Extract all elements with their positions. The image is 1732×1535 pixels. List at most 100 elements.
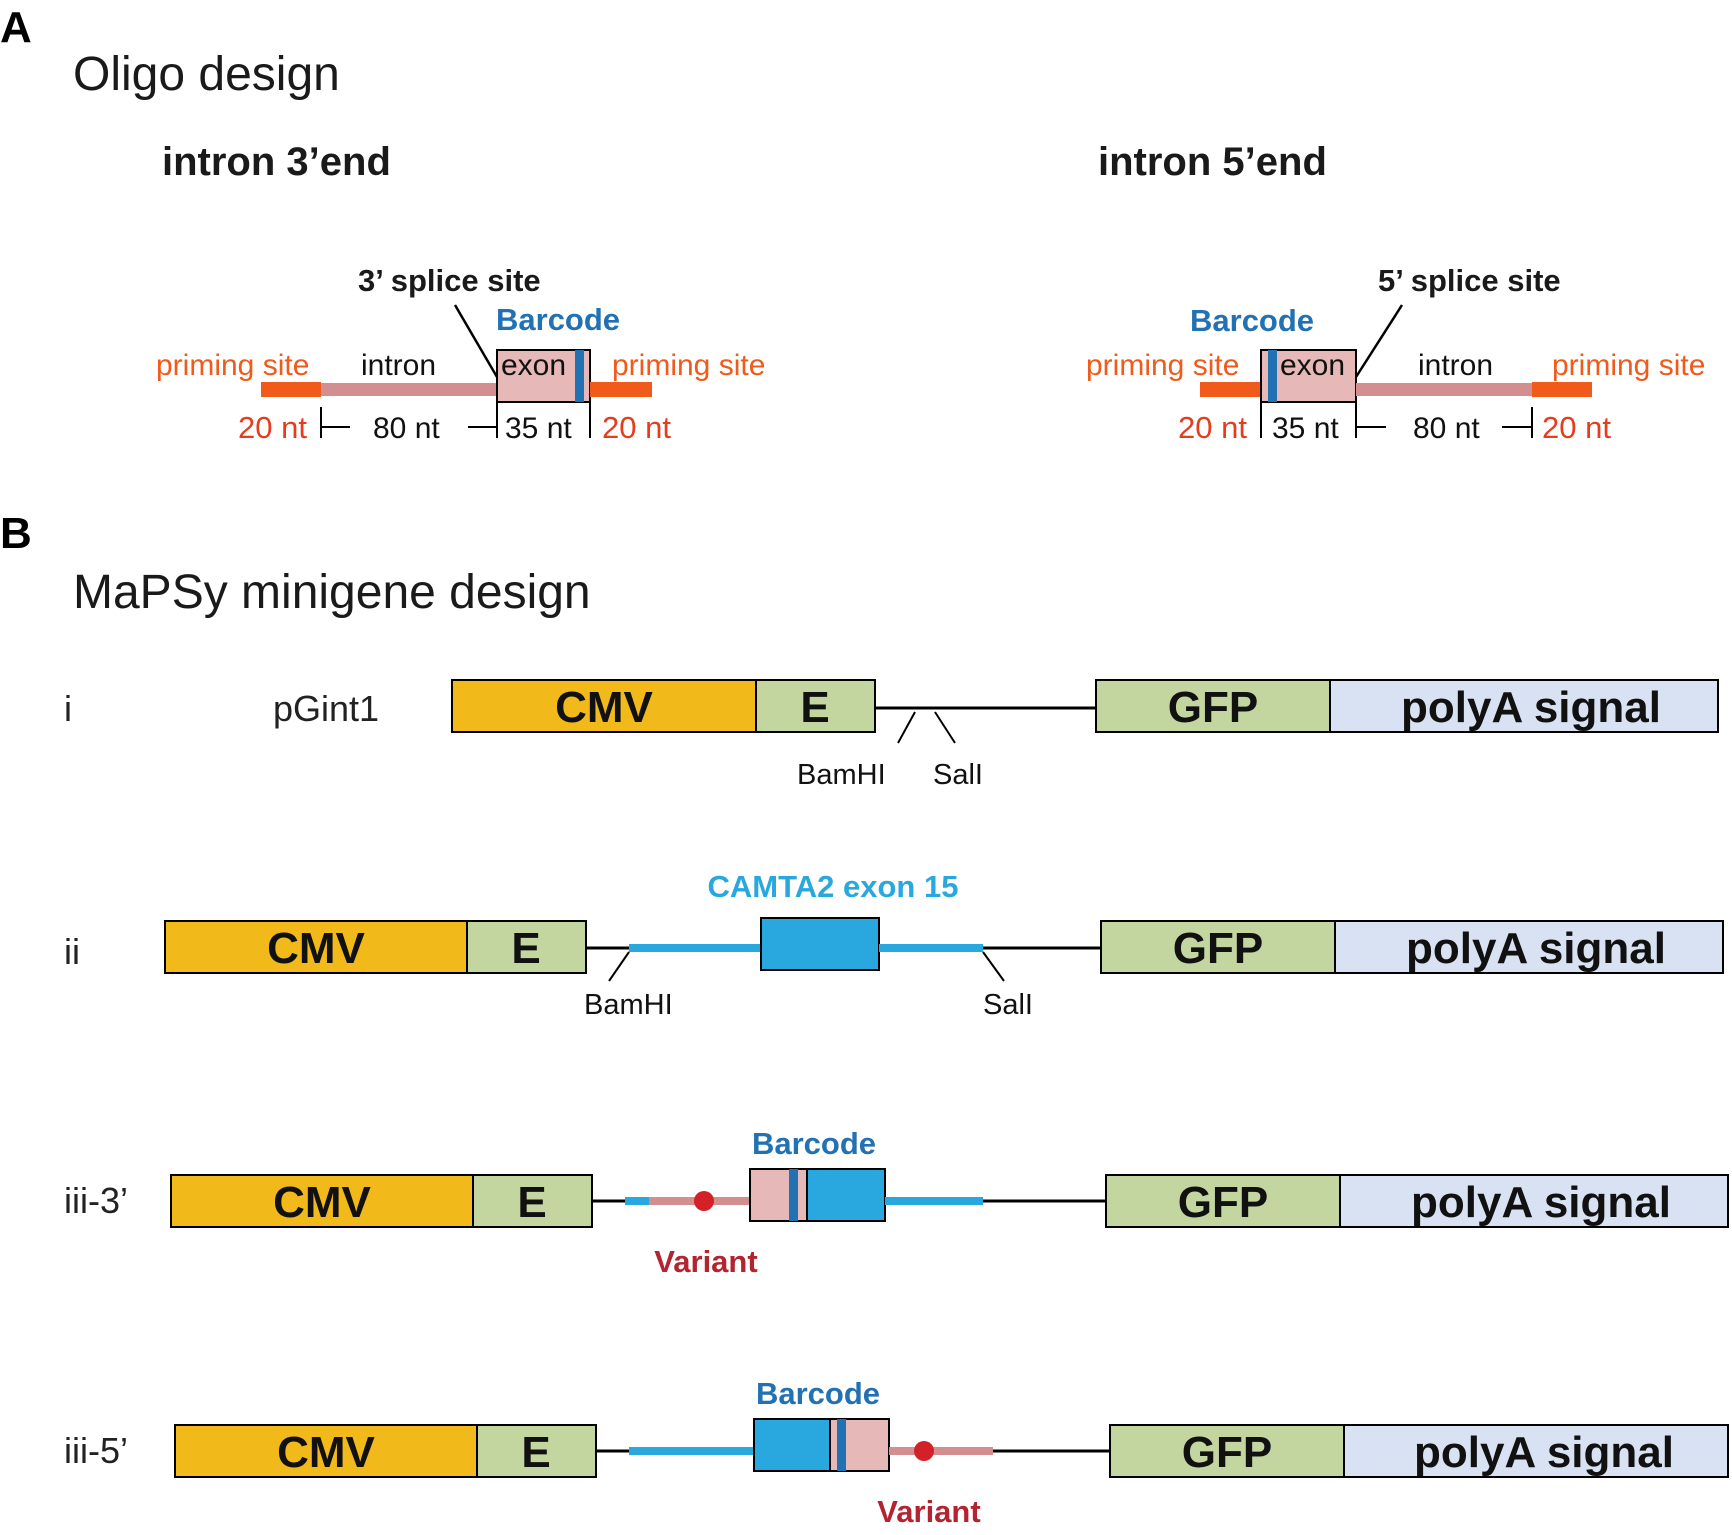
label-exon-left: exon: [501, 349, 566, 382]
label-3-splice-site: 3’ splice site: [358, 263, 541, 298]
polya-box-i: [1329, 679, 1719, 733]
label-priming-site-left-1: priming site: [156, 349, 309, 382]
camta2-intron-left-ii: [629, 944, 761, 952]
barcode-mark-right: [1268, 350, 1277, 402]
panel-a-letter: A: [0, 3, 32, 52]
sali-pointer-i: [934, 711, 956, 744]
variant-intron-iii-5: [889, 1447, 993, 1455]
intron-segment-right: [1356, 383, 1532, 396]
label-barcode-right: Barcode: [1190, 303, 1314, 338]
priming-segment-left-1: [261, 382, 321, 397]
label-intron-left: intron: [361, 349, 436, 382]
len-priming-right-1: 20 nt: [1178, 410, 1247, 445]
bamhi-label-i: BamHI: [797, 759, 886, 791]
construct-i: i pGint1 CMV E BamHI SalI GFP polyA sign…: [64, 679, 1719, 791]
gfp-label-iii-3: GFP: [1178, 1178, 1268, 1227]
barcode-mark-iii-3: [789, 1169, 798, 1221]
len-priming-right-2: 20 nt: [1542, 410, 1611, 445]
gfp-box-ii: [1100, 920, 1336, 974]
polya-box-ii: [1334, 920, 1724, 974]
camta2-intron-left-iii-3: [625, 1197, 649, 1205]
len-priming-left-2: 20 nt: [602, 410, 671, 445]
len-intron-left: 80 nt: [373, 412, 440, 445]
camta2-exon15-box: [760, 917, 880, 971]
panel-b: B MaPSy minigene design i pGint1 CMV E B…: [0, 509, 1729, 1529]
len-exon-right: 35 nt: [1272, 412, 1339, 445]
variant-dot-iii-3: [694, 1191, 714, 1211]
panel-a: A Oligo design intron 3’end 3’ splice si…: [0, 3, 1705, 445]
pointer-3-splice-site: [453, 304, 499, 378]
bamhi-label-ii: BamHI: [584, 989, 673, 1021]
camta2-intron-left-iii-5: [629, 1447, 754, 1455]
cmv-label-i: CMV: [555, 683, 653, 732]
cmv-label-iii-3: CMV: [273, 1178, 371, 1227]
gfp-label-iii-5: GFP: [1182, 1428, 1272, 1477]
bamhi-pointer-ii: [608, 951, 630, 982]
panel-b-title: MaPSy minigene design: [73, 566, 591, 619]
gfp-label-i: GFP: [1168, 683, 1258, 732]
gfp-box-iii-3: [1105, 1174, 1341, 1228]
oligo-intron-3end: intron 3’end 3’ splice site Barcode prim…: [156, 140, 765, 445]
sali-pointer-ii: [982, 951, 1005, 982]
gfp-box-i: [1095, 679, 1331, 733]
intron-segment-left: [321, 383, 497, 396]
polya-label-i: polyA signal: [1401, 683, 1661, 732]
e-label-i: E: [800, 683, 829, 732]
barcode-mark-iii-5: [837, 1419, 846, 1471]
e-box-i: [755, 679, 876, 733]
e-box-iii-5: [476, 1424, 597, 1478]
bamhi-pointer-i: [897, 711, 916, 744]
e-label-iii-3: E: [517, 1178, 546, 1227]
label-exon-right: exon: [1280, 349, 1345, 382]
construct-name-pgint1: pGint1: [273, 688, 379, 729]
cmv-box-iii-3: [170, 1174, 474, 1228]
camta2-intron-right-ii: [879, 944, 983, 952]
cmv-box-i: [451, 679, 757, 733]
panel-a-title: Oligo design: [73, 48, 340, 101]
label-5-splice-site: 5’ splice site: [1378, 263, 1561, 298]
cmv-box-iii-5: [174, 1424, 478, 1478]
oligo-exon-iii-3: [749, 1168, 808, 1222]
priming-segment-right-1: [1200, 382, 1261, 397]
len-exon-left: 35 nt: [505, 412, 572, 445]
priming-segment-left-2: [590, 382, 652, 397]
camta2-exon15-label: CAMTA2 exon 15: [708, 869, 959, 904]
label-barcode-left: Barcode: [496, 302, 620, 337]
construct-iii-3: iii-3’ Barcode CMV E Variant GFP polyA s…: [64, 1126, 1729, 1279]
barcode-label-iii-3: Barcode: [752, 1126, 876, 1161]
label-intron-right: intron: [1418, 349, 1493, 382]
priming-segment-right-2: [1532, 382, 1592, 397]
heading-intron-3end: intron 3’end: [162, 140, 391, 184]
len-priming-left-1: 20 nt: [238, 410, 307, 445]
row-label-iii-5: iii-5’: [64, 1430, 128, 1471]
row-label-i: i: [64, 688, 72, 729]
cmv-box-ii: [164, 920, 468, 974]
len-intron-right: 80 nt: [1413, 412, 1480, 445]
sali-label-ii: SalI: [983, 989, 1033, 1021]
polya-label-iii-5: polyA signal: [1414, 1428, 1674, 1477]
sali-label-i: SalI: [933, 759, 983, 791]
e-label-iii-5: E: [521, 1428, 550, 1477]
gfp-label-ii: GFP: [1173, 924, 1263, 973]
camta2-intron-right-iii-3: [885, 1197, 983, 1205]
variant-label-iii-3: Variant: [654, 1244, 757, 1279]
label-priming-site-right-2: priming site: [1552, 349, 1705, 382]
label-priming-site-right-1: priming site: [1086, 349, 1239, 382]
construct-ii: ii CAMTA2 exon 15 CMV E BamHI SalI GFP p…: [64, 869, 1724, 1021]
label-priming-site-left-2: priming site: [612, 349, 765, 382]
polya-label-iii-3: polyA signal: [1411, 1178, 1671, 1227]
polya-label-ii: polyA signal: [1406, 924, 1666, 973]
barcode-mark-left: [575, 350, 584, 402]
polya-box-iii-5: [1343, 1424, 1729, 1478]
cmv-label-ii: CMV: [267, 924, 365, 973]
cmv-label-iii-5: CMV: [277, 1428, 375, 1477]
polya-box-iii-3: [1339, 1174, 1729, 1228]
barcode-label-iii-5: Barcode: [756, 1376, 880, 1411]
e-label-ii: E: [511, 924, 540, 973]
construct-iii-5: iii-5’ Barcode CMV E Variant GFP polyA s…: [64, 1376, 1729, 1529]
exon-box-left: [496, 349, 591, 403]
pointer-5-splice-site: [1354, 304, 1404, 378]
panel-b-letter: B: [0, 509, 32, 558]
variant-label-iii-5: Variant: [877, 1494, 980, 1529]
